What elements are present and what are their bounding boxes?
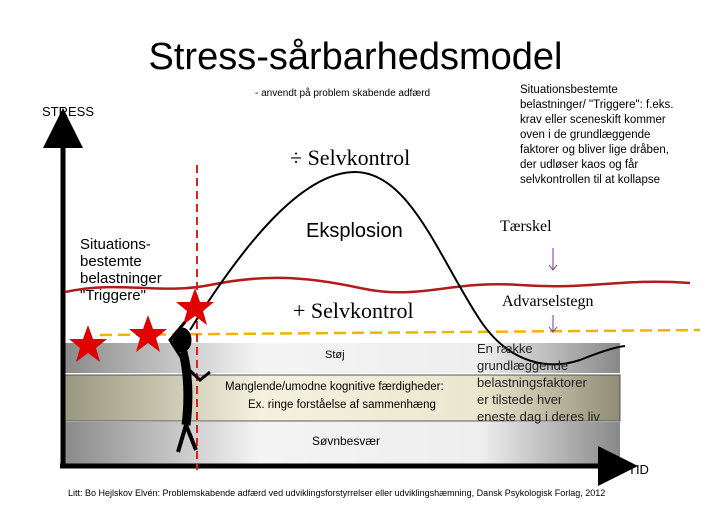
trigger-label-line: Situations- [80, 236, 151, 253]
note-line: selvkontrollen til at kollapse [520, 174, 660, 186]
trigger-label-line: bestemte [80, 253, 142, 270]
note-line: der udløser kaos og får [520, 159, 639, 171]
layer-cognitive-label: Ex. ringe forståelse af sammenhæng [248, 399, 436, 411]
layer-cognitive-label: Manglende/umodne kognitive færdigheder: [225, 381, 444, 393]
citation: Litt: Bo Hejlskov Elvén: Problemskabende… [68, 488, 606, 498]
page-title: Stress-sårbarhedsmodel [148, 36, 563, 78]
note-line: belastninger/ "Triggere": f.eks. [520, 99, 674, 111]
minus-self-control-label: ÷ Selvkontrol [290, 145, 411, 170]
layer-cognitive [64, 374, 621, 422]
explosion-label: Eksplosion [306, 220, 403, 242]
threshold-line [64, 276, 691, 294]
star-icons [69, 288, 214, 362]
warning-signs-label: Advarselstegn [502, 293, 594, 310]
layer-noise-label: Støj [325, 349, 345, 361]
note-line: Situationsbestemte [520, 84, 618, 96]
trigger-label-line: "Triggere" [80, 287, 146, 304]
stress-curve [189, 170, 626, 366]
warning-line [99, 328, 701, 337]
plus-self-control-label: + Selvkontrol [293, 298, 414, 323]
layer-sleep [65, 422, 620, 465]
trigger-label: Situations- bestemte belastninger "Trigg… [80, 236, 162, 304]
stick-figure-icon [168, 321, 211, 453]
threshold-label: Tærskel [500, 218, 552, 235]
arrow-down-icon [548, 248, 558, 271]
star-icon [176, 288, 214, 325]
x-axis-label: TID [628, 462, 649, 477]
arrow-down-icon [548, 315, 558, 333]
text-line: grundlæggende [477, 358, 569, 373]
baseline-factors-text: En række grundlæggende belastningsfaktor… [477, 340, 600, 425]
subtitle: - anvendt på problem skabende adfærd [255, 88, 431, 99]
trigger-label-line: belastninger [80, 270, 162, 287]
trigger-note: Situationsbestemte belastninger/ "Trigge… [520, 83, 710, 188]
text-line: er tilstede hver [477, 392, 563, 407]
text-line: belastningsfaktorer [477, 375, 587, 390]
y-axis-label: STRESS [42, 104, 95, 119]
text-line: eneste dag i deres liv [477, 409, 600, 424]
text-line: En række [477, 341, 533, 356]
note-line: oven i de grundlæggende [520, 129, 651, 141]
note-line: faktorer og bliver lige dråben, [520, 144, 669, 156]
note-line: krav eller sceneskift kommer [520, 114, 666, 126]
star-icon [129, 315, 167, 352]
layer-sleep-label: Søvnbesvær [312, 434, 381, 448]
star-icon [69, 325, 107, 362]
